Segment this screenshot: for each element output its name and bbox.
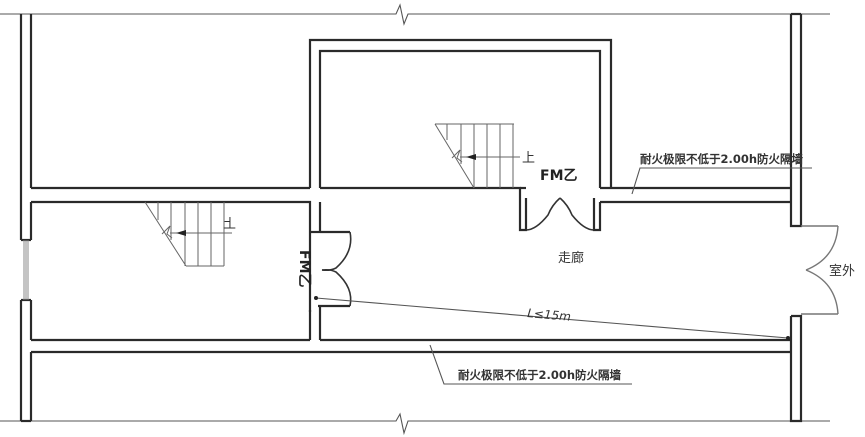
outdoor-label: 室外: [829, 263, 855, 279]
left-door-label: FM乙: [296, 250, 312, 288]
leader-upper: [631, 167, 812, 195]
left-window: [23, 240, 29, 300]
stair-room-walls: [308, 38, 613, 188]
exterior-door: [801, 225, 839, 315]
upper-stair: [434, 123, 520, 189]
lower-fire-wall: [31, 338, 791, 354]
left-exterior-wall: [19, 14, 33, 423]
left-stair: [144, 201, 232, 267]
right-exterior-wall: [789, 12, 803, 423]
top-break-line: [0, 3, 830, 26]
left-partition-wall: [308, 230, 350, 340]
distance-label: L≤15m: [527, 306, 572, 324]
fire-wall-label-upper: 耐火极限不低于2.00h防火隔墙: [640, 152, 804, 166]
left-fire-door: [321, 231, 352, 307]
upper-door-label: FM乙: [540, 168, 578, 184]
leader-lower: [429, 344, 632, 385]
bottom-break-line: [0, 412, 830, 436]
upper-fire-wall: [31, 186, 791, 312]
travel-distance-line: [314, 296, 790, 340]
upper-fire-door: [525, 197, 595, 231]
fire-wall-label-lower: 耐火极限不低于2.00h防火隔墙: [458, 368, 622, 382]
corridor-label: 走廊: [558, 250, 584, 266]
stair-up-label-left: 上: [223, 217, 236, 232]
stair-up-label-upper: 上: [522, 151, 535, 166]
